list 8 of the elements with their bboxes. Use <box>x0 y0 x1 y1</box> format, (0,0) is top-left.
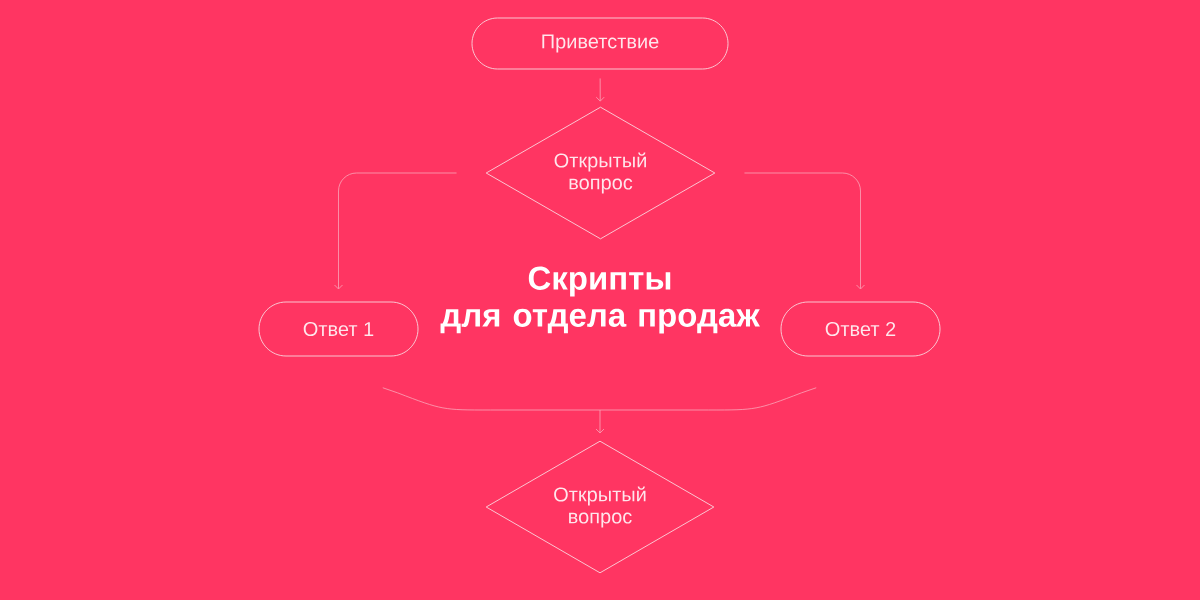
pill-box: Приветствие <box>471 17 729 70</box>
pill-box: Ответ 1 <box>258 301 419 357</box>
title: Скрипты для отдела продаж <box>440 266 760 334</box>
merge-arrow <box>382 387 817 434</box>
arrow <box>334 172 457 290</box>
arrow <box>595 78 605 102</box>
pill-box: Ответ 2 <box>780 301 941 357</box>
arrow <box>744 172 865 290</box>
